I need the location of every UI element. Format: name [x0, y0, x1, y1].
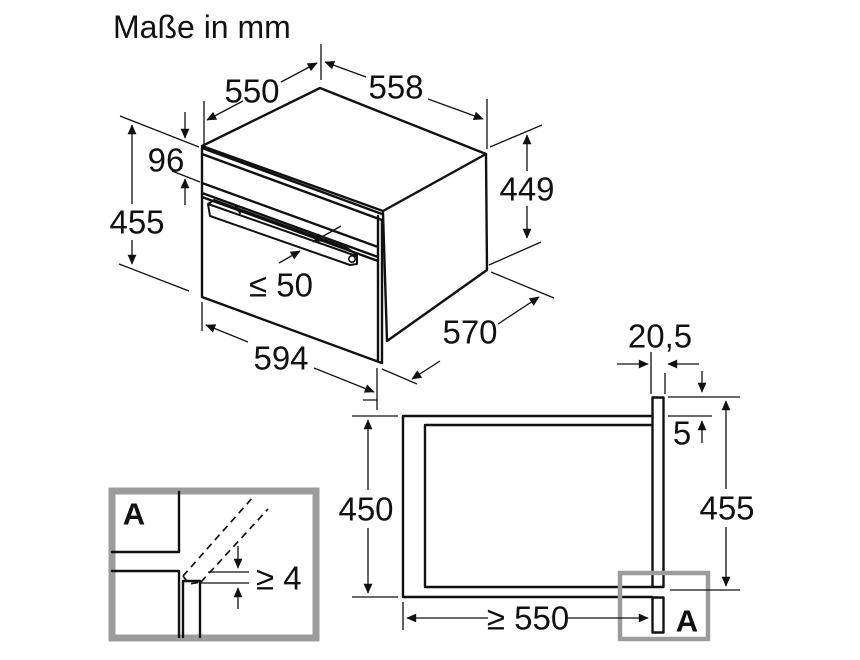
dim-line-594-right	[313, 367, 375, 393]
dim-label-front-width: 594	[253, 340, 308, 377]
oven-top-face	[200, 86, 488, 213]
dim-label-top-depth: 550	[224, 73, 279, 110]
dim-label-body-depth: 570	[442, 314, 497, 351]
dim-label-control-panel-height: 96	[148, 142, 185, 179]
niche-extension-lines	[352, 352, 740, 630]
detail-open-door-dashed	[182, 495, 269, 585]
detail-front-frame-strip	[181, 579, 202, 639]
detail-gap-reference-lines	[200, 571, 249, 584]
dim-label-top-width: 558	[368, 69, 423, 106]
dim-line-570-right	[497, 296, 540, 325]
dim-label-handle-protrusion: ≤ 50	[249, 267, 313, 304]
dim-line-handle-upper	[312, 225, 342, 243]
dim-line-570-left	[411, 360, 441, 380]
dim-line-594-left	[205, 324, 249, 343]
iso-dimension-lines	[127, 61, 540, 393]
detail-a-frame	[108, 487, 320, 642]
dim-label-niche-front-height: 455	[699, 490, 754, 527]
dim-label-niche-height: 450	[338, 491, 393, 528]
isometric-view: 550 558 96 455 449 ≤ 50 594 570	[109, 44, 555, 410]
niche-front-frame-lower	[651, 596, 665, 634]
detail-cabinet-top-piece	[110, 490, 181, 554]
niche-cross-section: 20,5 5 450 455 ≥ 550 A	[338, 318, 755, 642]
page-title: Maße in mm	[113, 9, 291, 45]
dim-label-top-gap: 5	[673, 415, 691, 452]
detail-callout-frame	[617, 570, 711, 642]
dim-label-front-height: 455	[109, 204, 164, 241]
dim-label-min-gap: ≥ 4	[256, 560, 302, 597]
niche-cabinet-outline	[401, 414, 654, 599]
detail-a-view: A ≥ 4	[108, 487, 320, 642]
niche-dimension-lines	[363, 359, 731, 623]
dim-line-550-right	[280, 62, 318, 83]
oven-handle	[207, 199, 358, 266]
dim-label-body-height: 449	[499, 171, 554, 208]
oven-right-face	[381, 152, 489, 343]
dim-label-niche-depth: ≥ 550	[487, 600, 569, 637]
detail-a-label: A	[123, 497, 145, 532]
niche-front-frame	[651, 396, 665, 589]
dim-line-558-right	[427, 98, 484, 120]
dim-line-558-left	[324, 61, 367, 78]
handle-end-cap	[347, 255, 356, 264]
detail-cabinet-bottom-piece	[110, 569, 181, 639]
dim-line-handle-lower	[278, 250, 301, 264]
oven-front-panel	[200, 146, 384, 365]
dim-line-550-left	[206, 100, 244, 121]
handle-bar	[207, 199, 358, 266]
detail-marker-label: A	[676, 604, 698, 639]
iso-extension-lines	[118, 44, 555, 410]
dim-label-frame-width: 20,5	[628, 318, 692, 355]
oven-body	[200, 86, 489, 365]
